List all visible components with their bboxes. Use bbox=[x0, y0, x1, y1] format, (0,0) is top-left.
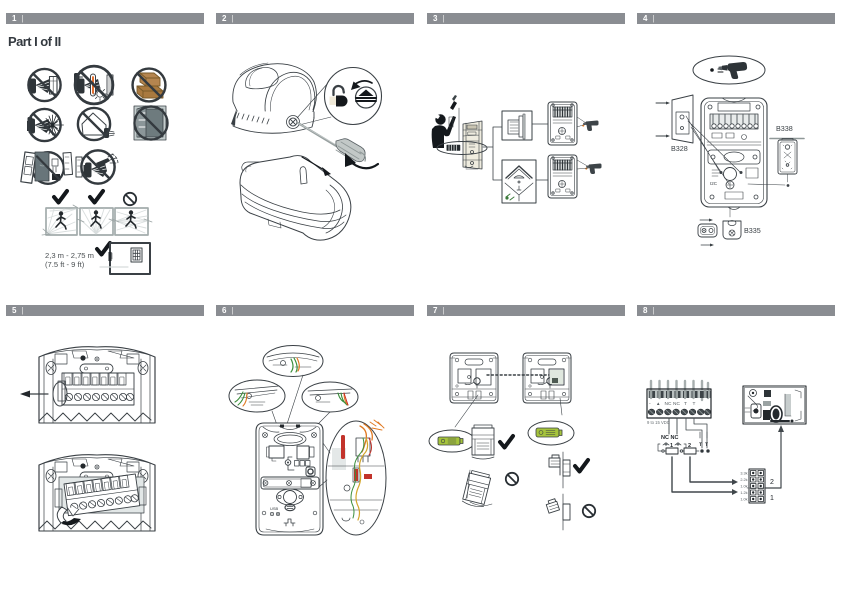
svg-text:1.0k: 1.0k bbox=[740, 498, 747, 502]
svg-text:T T: T T bbox=[699, 442, 708, 448]
svg-text:B335: B335 bbox=[744, 226, 761, 235]
svg-text:1: 1 bbox=[670, 443, 673, 449]
svg-text:T: T bbox=[684, 401, 687, 407]
svg-text:1.0k: 1.0k bbox=[740, 485, 747, 489]
svg-text:9 to 15 VDC: 9 to 15 VDC bbox=[647, 420, 670, 425]
svg-text:1.2k: 1.2k bbox=[740, 491, 747, 495]
svg-text:B328: B328 bbox=[671, 144, 688, 153]
svg-text:2: 2 bbox=[688, 443, 691, 449]
svg-text:NC: NC bbox=[665, 401, 672, 407]
svg-text:I2C: I2C bbox=[710, 181, 718, 186]
svg-text:1: 1 bbox=[770, 495, 774, 502]
svg-text:-: - bbox=[649, 401, 651, 407]
svg-text:T: T bbox=[693, 401, 696, 407]
svg-text:3.3k: 3.3k bbox=[740, 472, 747, 476]
svg-text:2: 2 bbox=[770, 479, 774, 486]
svg-text:NC: NC bbox=[673, 401, 680, 407]
svg-text:2,3 m - 2,75 m: 2,3 m - 2,75 m bbox=[45, 251, 94, 260]
svg-text:USB: USB bbox=[270, 506, 279, 511]
svg-text:(7.5 ft - 9 ft): (7.5 ft - 9 ft) bbox=[45, 260, 85, 269]
svg-text:NC NC: NC NC bbox=[661, 435, 678, 441]
svg-text:▲: ▲ bbox=[656, 401, 660, 406]
svg-text:2.2k: 2.2k bbox=[740, 478, 747, 482]
svg-text:B338: B338 bbox=[776, 124, 793, 133]
